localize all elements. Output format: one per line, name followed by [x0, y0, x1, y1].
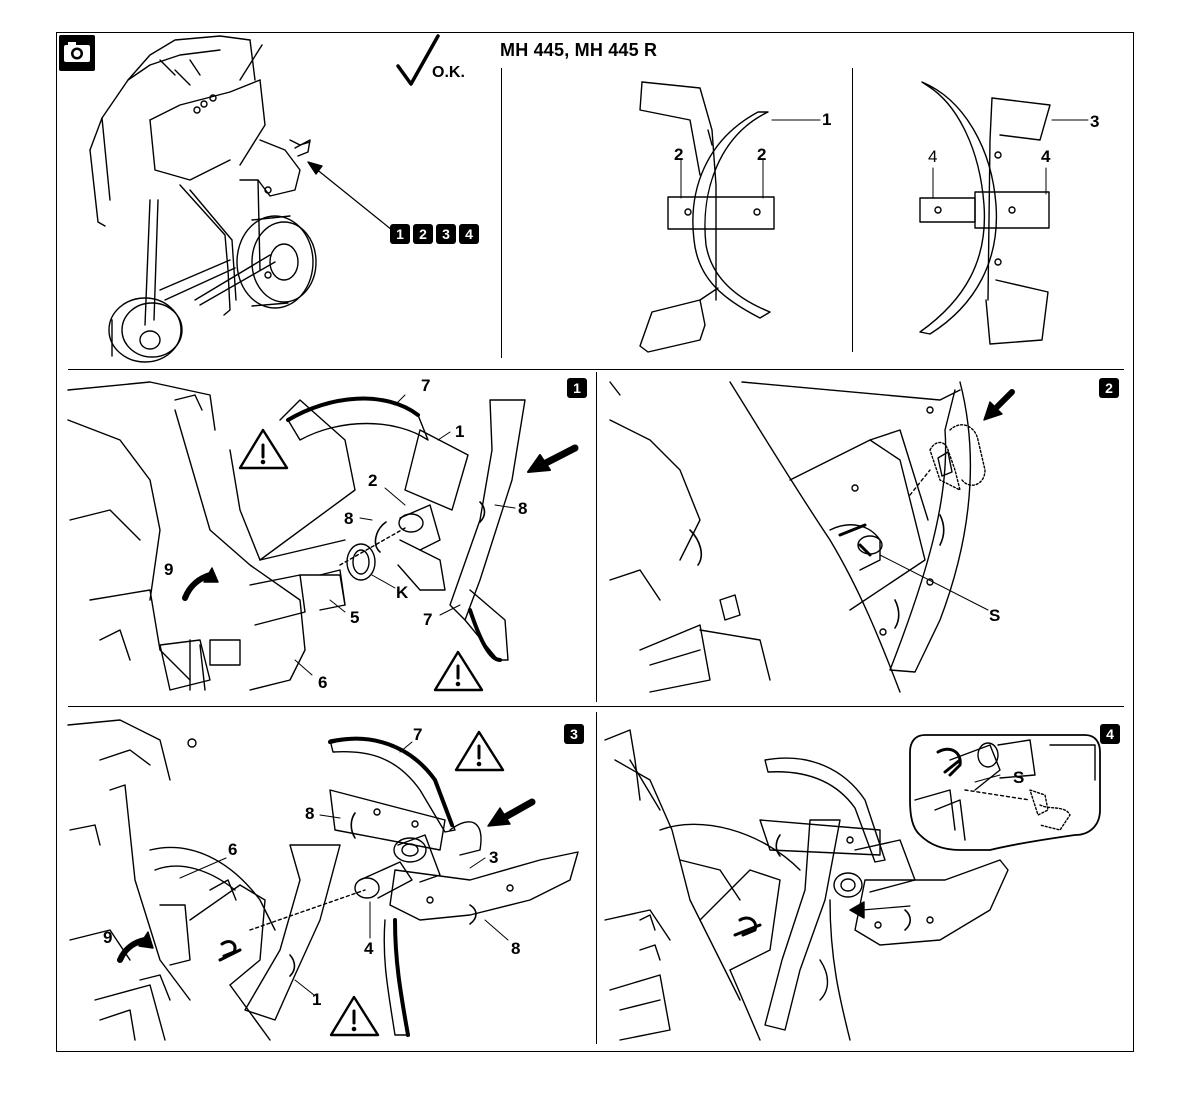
part-label: 6	[318, 674, 327, 691]
pointer-arrow	[315, 168, 392, 230]
warning-triangle-icon	[240, 430, 287, 468]
step-badge: 2	[413, 224, 433, 244]
part-label: 7	[421, 377, 430, 394]
leader-line	[440, 605, 460, 615]
leader-line	[320, 815, 340, 818]
leader-line	[295, 660, 312, 675]
part-label: 1	[822, 111, 831, 128]
tiller-machine-drawing	[90, 36, 316, 362]
part-label: 8	[518, 500, 527, 517]
leader-line	[495, 505, 515, 508]
part-label: S	[1013, 769, 1024, 786]
part-label: 8	[344, 510, 353, 527]
leader-line	[372, 575, 395, 588]
leader-line	[360, 518, 372, 520]
part-label: 2	[368, 472, 377, 489]
warning-triangle-icon	[331, 997, 378, 1035]
leader-line	[485, 920, 508, 940]
step-badge: 3	[436, 224, 456, 244]
tine-assembly-right	[920, 82, 1050, 344]
part-label: 3	[1090, 113, 1099, 130]
part-label: 9	[103, 929, 112, 946]
part-label: 4	[364, 940, 373, 957]
part-label: 9	[164, 561, 173, 578]
part-label: 8	[511, 940, 520, 957]
ok-label: O.K.	[432, 64, 465, 81]
part-label: 8	[305, 805, 314, 822]
step-badge: 3	[564, 724, 584, 744]
step-badge: 1	[390, 224, 410, 244]
step-badge: 2	[1099, 378, 1119, 398]
step-badge: 1	[567, 378, 587, 398]
part-label: 2	[674, 146, 683, 163]
part-label: 4	[1041, 148, 1050, 165]
part-label: 7	[413, 726, 422, 743]
leader-line	[385, 488, 405, 505]
leader-line	[438, 432, 450, 440]
part-label: 3	[489, 849, 498, 866]
insert-arrow	[862, 906, 910, 910]
leader-line	[470, 858, 485, 868]
step2-drawing	[610, 382, 985, 692]
part-label: 1	[455, 423, 464, 440]
warning-triangle-icon	[456, 732, 503, 770]
detail-inset	[910, 735, 1100, 850]
part-label: 4	[928, 148, 937, 165]
leader-line	[180, 858, 226, 878]
part-label: K	[396, 584, 408, 601]
tine-assembly-left	[640, 82, 774, 352]
step-badge: 4	[459, 224, 479, 244]
step-badge: 4	[1100, 724, 1120, 744]
part-label: 6	[228, 841, 237, 858]
part-label: 7	[423, 611, 432, 628]
part-label: S	[989, 607, 1000, 624]
part-label: 2	[757, 146, 766, 163]
part-label: 1	[312, 991, 321, 1008]
warning-triangle-icon	[435, 652, 482, 690]
part-label: 5	[350, 609, 359, 626]
